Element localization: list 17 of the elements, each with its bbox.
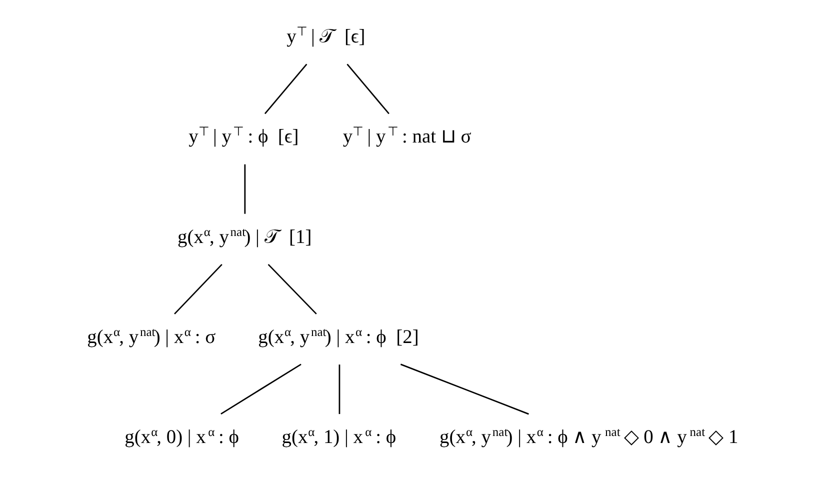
node-text: g(x$^{α}$, 1) | x$^{α}$ : ϕ bbox=[281, 424, 396, 448]
connector bbox=[400, 364, 528, 415]
node-text: y$^{⊤}$ | 𝒯 [ϵ] bbox=[286, 24, 365, 48]
node-text: g(x$^{α}$, y$^{nat}$) | x$^{α}$ : ϕ ∧ y$^{nat}$ ◇ 0 ∧ y$^{nat}$ ◇ 1 bbox=[439, 424, 738, 448]
connector bbox=[346, 64, 389, 114]
connector bbox=[174, 264, 222, 314]
connector bbox=[220, 364, 301, 414]
connector bbox=[338, 364, 340, 414]
connector bbox=[244, 164, 246, 214]
node-text: g(x$^{α}$, 0) | x$^{α}$ : ϕ bbox=[124, 424, 239, 448]
node-text: y$^{⊤}$ | y$^{⊤}$ : ϕ [ϵ] bbox=[188, 124, 298, 148]
node-text: g(x$^{α}$, y$^{nat}$) | x$^{α}$ : σ bbox=[86, 324, 216, 348]
node-text: g(x$^{α}$, y$^{nat}$) | 𝒯 [1] bbox=[176, 224, 312, 248]
node-text: g(x$^{α}$, y$^{nat}$) | x$^{α}$ : ϕ [2] bbox=[258, 324, 418, 348]
node-text: y$^{⊤}$ | y$^{⊤}$ : nat ⊔ σ bbox=[342, 124, 471, 148]
connector bbox=[264, 64, 307, 114]
connector bbox=[267, 264, 316, 314]
